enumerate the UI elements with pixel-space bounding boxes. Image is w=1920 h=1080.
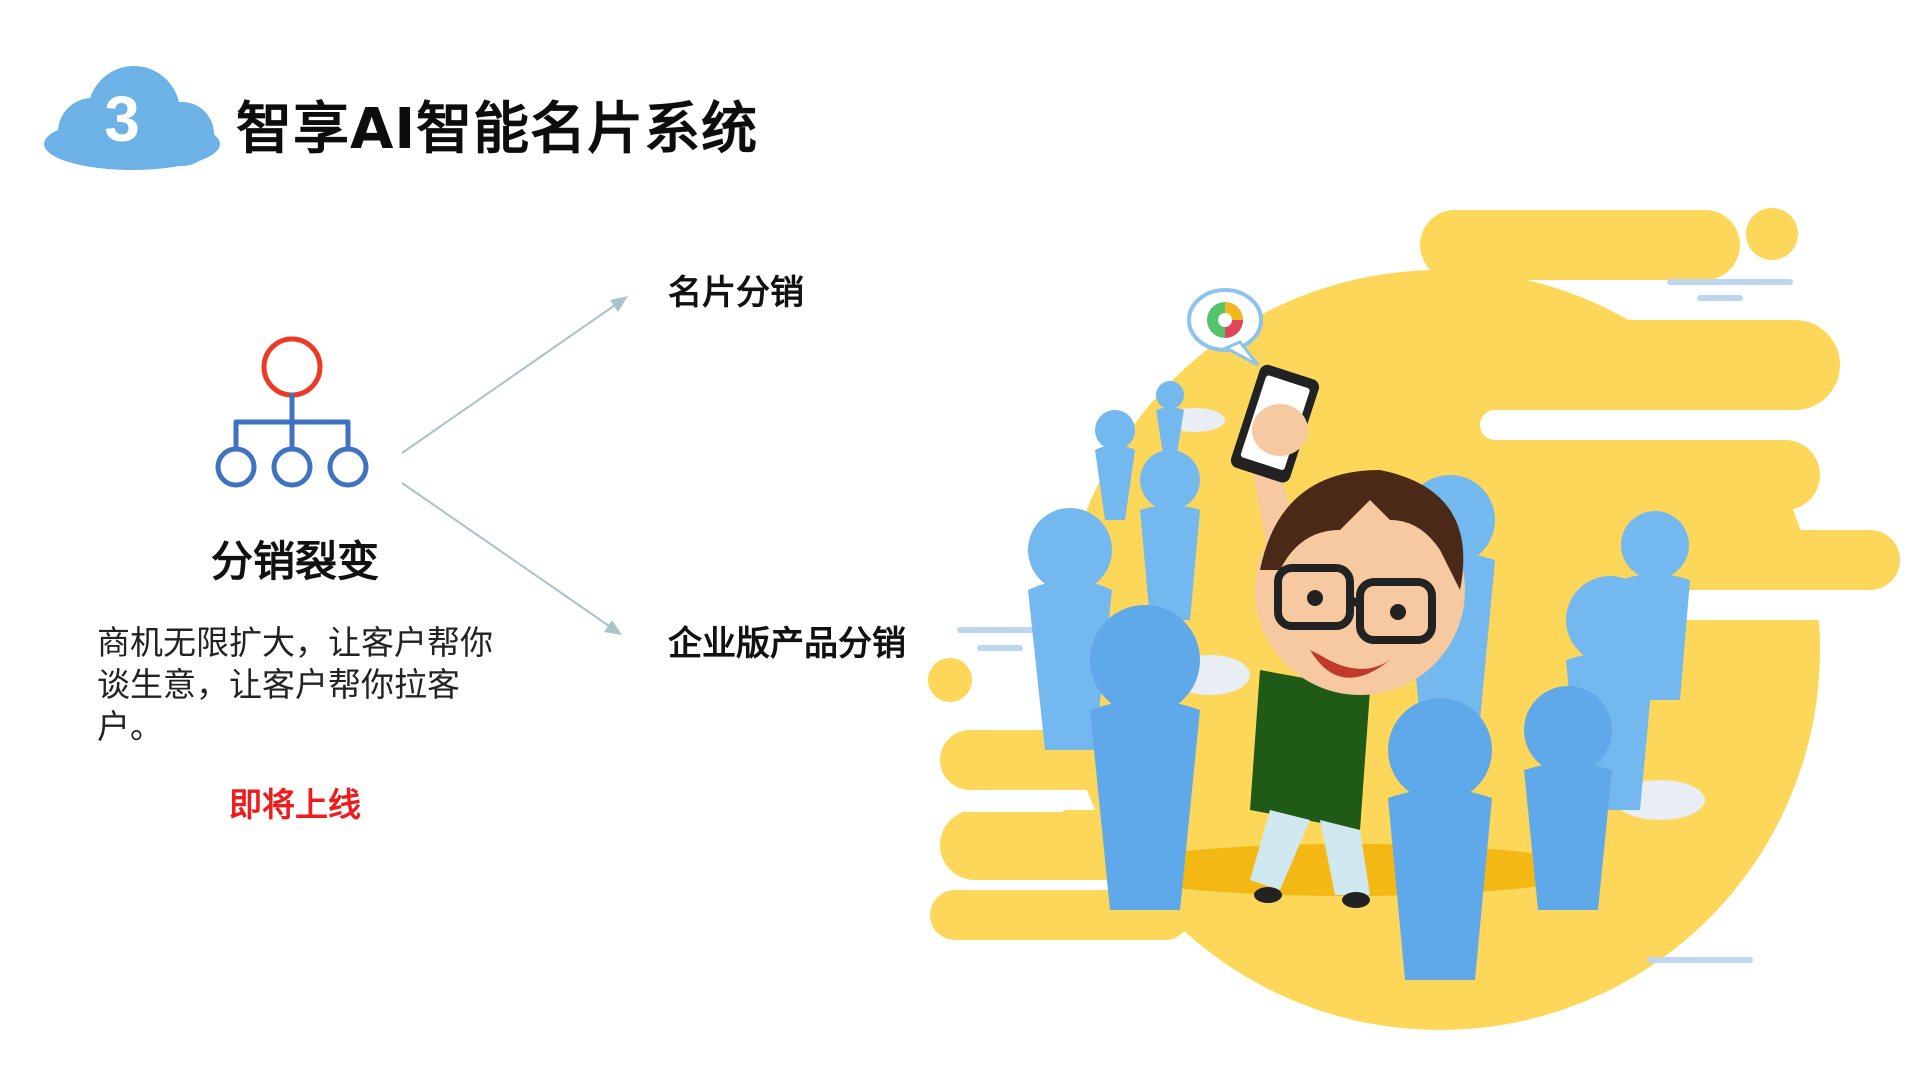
step-badge: 3 xyxy=(42,64,222,174)
branch-label-enterprise-distribution: 企业版产品分销 xyxy=(668,624,906,664)
feature-description: 商机无限扩大，让客户帮你谈生意，让客户帮你拉客户。 xyxy=(97,623,493,746)
branch-label-card-distribution: 名片分销 xyxy=(668,273,804,313)
arrow-head-up-icon xyxy=(610,296,628,312)
branch-arrows xyxy=(390,280,650,650)
feature-title: 分销裂变 xyxy=(210,537,379,586)
chat-bubble-icon xyxy=(1187,288,1263,367)
arrow-head-down-icon xyxy=(604,620,622,635)
page-title: 智享AI智能名片系统 xyxy=(236,97,759,162)
org-chart-icon xyxy=(200,330,380,500)
cloud-icon xyxy=(44,66,220,170)
illustration-hero xyxy=(920,190,1920,1070)
character-boy xyxy=(1230,364,1465,908)
status-label: 即将上线 xyxy=(229,785,361,824)
step-number: 3 xyxy=(104,83,140,155)
